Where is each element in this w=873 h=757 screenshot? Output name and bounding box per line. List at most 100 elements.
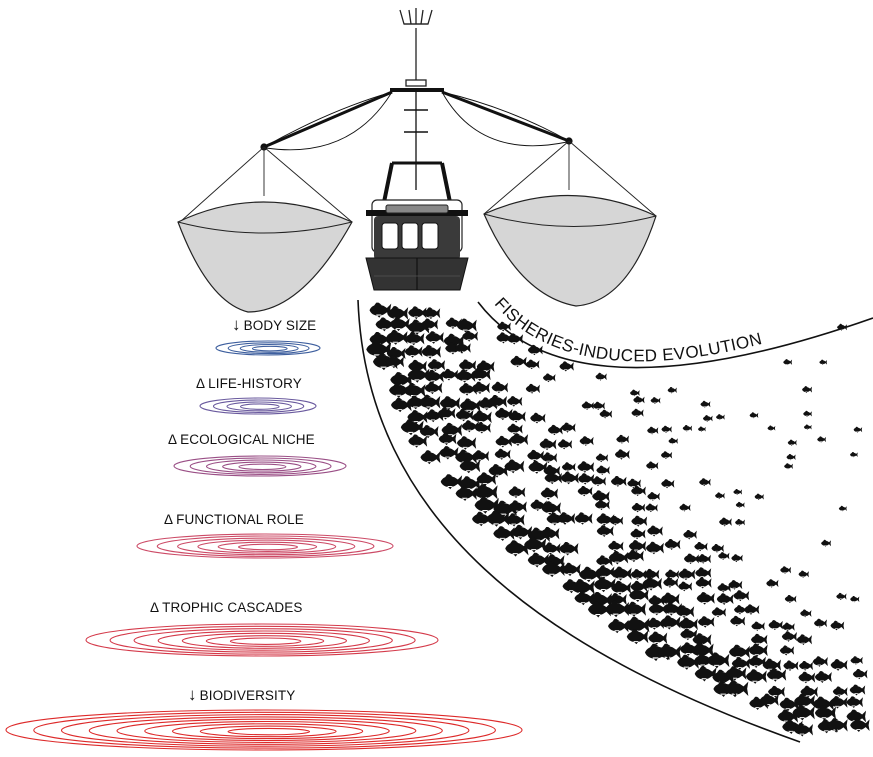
fish-silhouette-icon [462, 330, 478, 342]
fish-silhouette-icon [608, 540, 624, 552]
fish-silhouette-icon [611, 566, 632, 581]
effect-text: BODY SIZE [244, 318, 317, 333]
fish-silhouette-icon [711, 607, 727, 618]
fish-silhouette-icon [577, 461, 595, 473]
fish-silhouette-icon [650, 397, 661, 404]
fish-silhouette-icon [745, 669, 767, 684]
fish-silhouette-icon [458, 359, 477, 372]
fish-silhouette-icon [561, 562, 581, 577]
fish-silhouette-icon [768, 685, 785, 698]
fish-silhouette-icon [661, 479, 675, 489]
fish-silhouette-icon [559, 361, 574, 372]
fish-silhouette-icon [661, 425, 672, 433]
fish-silhouette-icon [505, 540, 529, 557]
fish-silhouette-icon [646, 461, 659, 470]
antenna-icon [399, 8, 433, 87]
effect-6: ↓BIODIVERSITY [5, 685, 523, 751]
fish-silhouette-icon [408, 306, 427, 320]
fish-silhouette-icon [577, 486, 593, 497]
fish-silhouette-icon [803, 410, 812, 417]
fish-silhouette-icon [767, 425, 776, 431]
fish-silhouette-icon [749, 412, 759, 419]
fish-silhouette-icon [645, 503, 658, 513]
fish-silhouette-icon [783, 359, 793, 366]
fish-silhouette-icon [733, 489, 743, 496]
fisheries-induced-evolution-label: FISHERIES-INDUCED EVOLUTION [491, 294, 764, 366]
fish-silhouette-icon [715, 492, 725, 500]
fish-silhouette-icon [698, 426, 706, 432]
fish-silhouette-icon [504, 459, 525, 474]
fish-silhouette-icon [427, 359, 446, 372]
fish-silhouette-icon [369, 302, 392, 318]
fish-silhouette-icon [456, 318, 477, 333]
fish-silhouette-icon [561, 422, 576, 433]
fish-silhouette-icon [783, 660, 799, 671]
fish-silhouette-icon [592, 401, 605, 411]
fish-silhouette-icon [702, 415, 713, 422]
fish-silhouette-icon [614, 449, 630, 460]
fish-silhouette-icon [850, 596, 860, 603]
fish-silhouette-icon [541, 452, 558, 464]
fish-silhouette-icon [645, 541, 664, 555]
fish-silhouette-icon [728, 644, 750, 660]
fish-silhouette-icon [754, 493, 764, 501]
fish-silhouette-icon [525, 359, 540, 370]
down-arrow-icon: ↓ [232, 315, 241, 334]
fish-silhouette-icon [768, 620, 783, 631]
fish-silhouette-icon [718, 552, 730, 560]
effect-text: LIFE-HISTORY [208, 376, 302, 391]
fish-silhouette-icon [697, 554, 711, 564]
fisheries-induced-evolution-curve [477, 301, 873, 369]
fish-silhouette-icon [405, 332, 425, 346]
effect-1: ↓BODY SIZE [215, 315, 321, 356]
fish-silhouette-icon [599, 409, 613, 419]
fish-silhouette-icon [717, 583, 731, 593]
fish-silhouette-icon [404, 345, 423, 358]
fish-silhouette-icon [660, 451, 673, 460]
fish-silhouette-icon [838, 505, 847, 512]
fish-silhouette-icon [530, 412, 546, 424]
fish-silhouette-icon [541, 501, 561, 515]
fish-silhouette-icon [595, 453, 609, 463]
delta-symbol: Δ [164, 512, 173, 527]
fish-silhouette-icon [697, 616, 715, 628]
fish-silhouette-icon [421, 345, 441, 359]
fish-silhouette-icon [493, 526, 515, 541]
fish-silhouette-icon [784, 463, 793, 470]
fish-silhouette-icon [556, 512, 576, 525]
fish-silhouette-icon [724, 680, 749, 698]
trawl-net-left [177, 146, 353, 313]
fish-silhouette-icon [784, 595, 797, 604]
effect-text: FUNCTIONAL ROLE [176, 512, 304, 527]
fish-silhouette-icon [507, 396, 523, 407]
fish-silhouette-icon [665, 569, 680, 580]
fish-silhouette-icon [525, 383, 540, 394]
effect-text: TROPHIC CASCADES [162, 600, 302, 615]
fish-silhouette-icon [695, 577, 712, 589]
fish-silhouette-icon [419, 394, 441, 410]
fish-silhouette-icon [798, 671, 816, 684]
effect-text: BIODIVERSITY [200, 688, 296, 703]
fish-silhouette-icon [626, 549, 644, 563]
fish-silhouette-icon [664, 539, 681, 550]
fish-silhouette-icon [682, 425, 693, 432]
fish-silhouette-icon [719, 517, 732, 527]
ripple-rings-icon [85, 623, 439, 657]
fish-silhouette-icon [424, 381, 443, 395]
down-arrow-icon: ↓ [188, 685, 197, 704]
fish-silhouette-icon [389, 317, 410, 332]
fish-silhouette-icon [799, 661, 813, 671]
fish-silhouette-icon [631, 408, 644, 418]
fish-silhouette-icon [420, 450, 441, 465]
fish-silhouette-icon [766, 579, 779, 588]
fish-silhouette-icon [766, 668, 787, 682]
fish-silhouette-icon [683, 530, 697, 540]
fish-silhouette-icon [744, 604, 760, 615]
fish-silhouette-icon [668, 437, 678, 445]
fish-silhouette-icon [751, 621, 765, 631]
